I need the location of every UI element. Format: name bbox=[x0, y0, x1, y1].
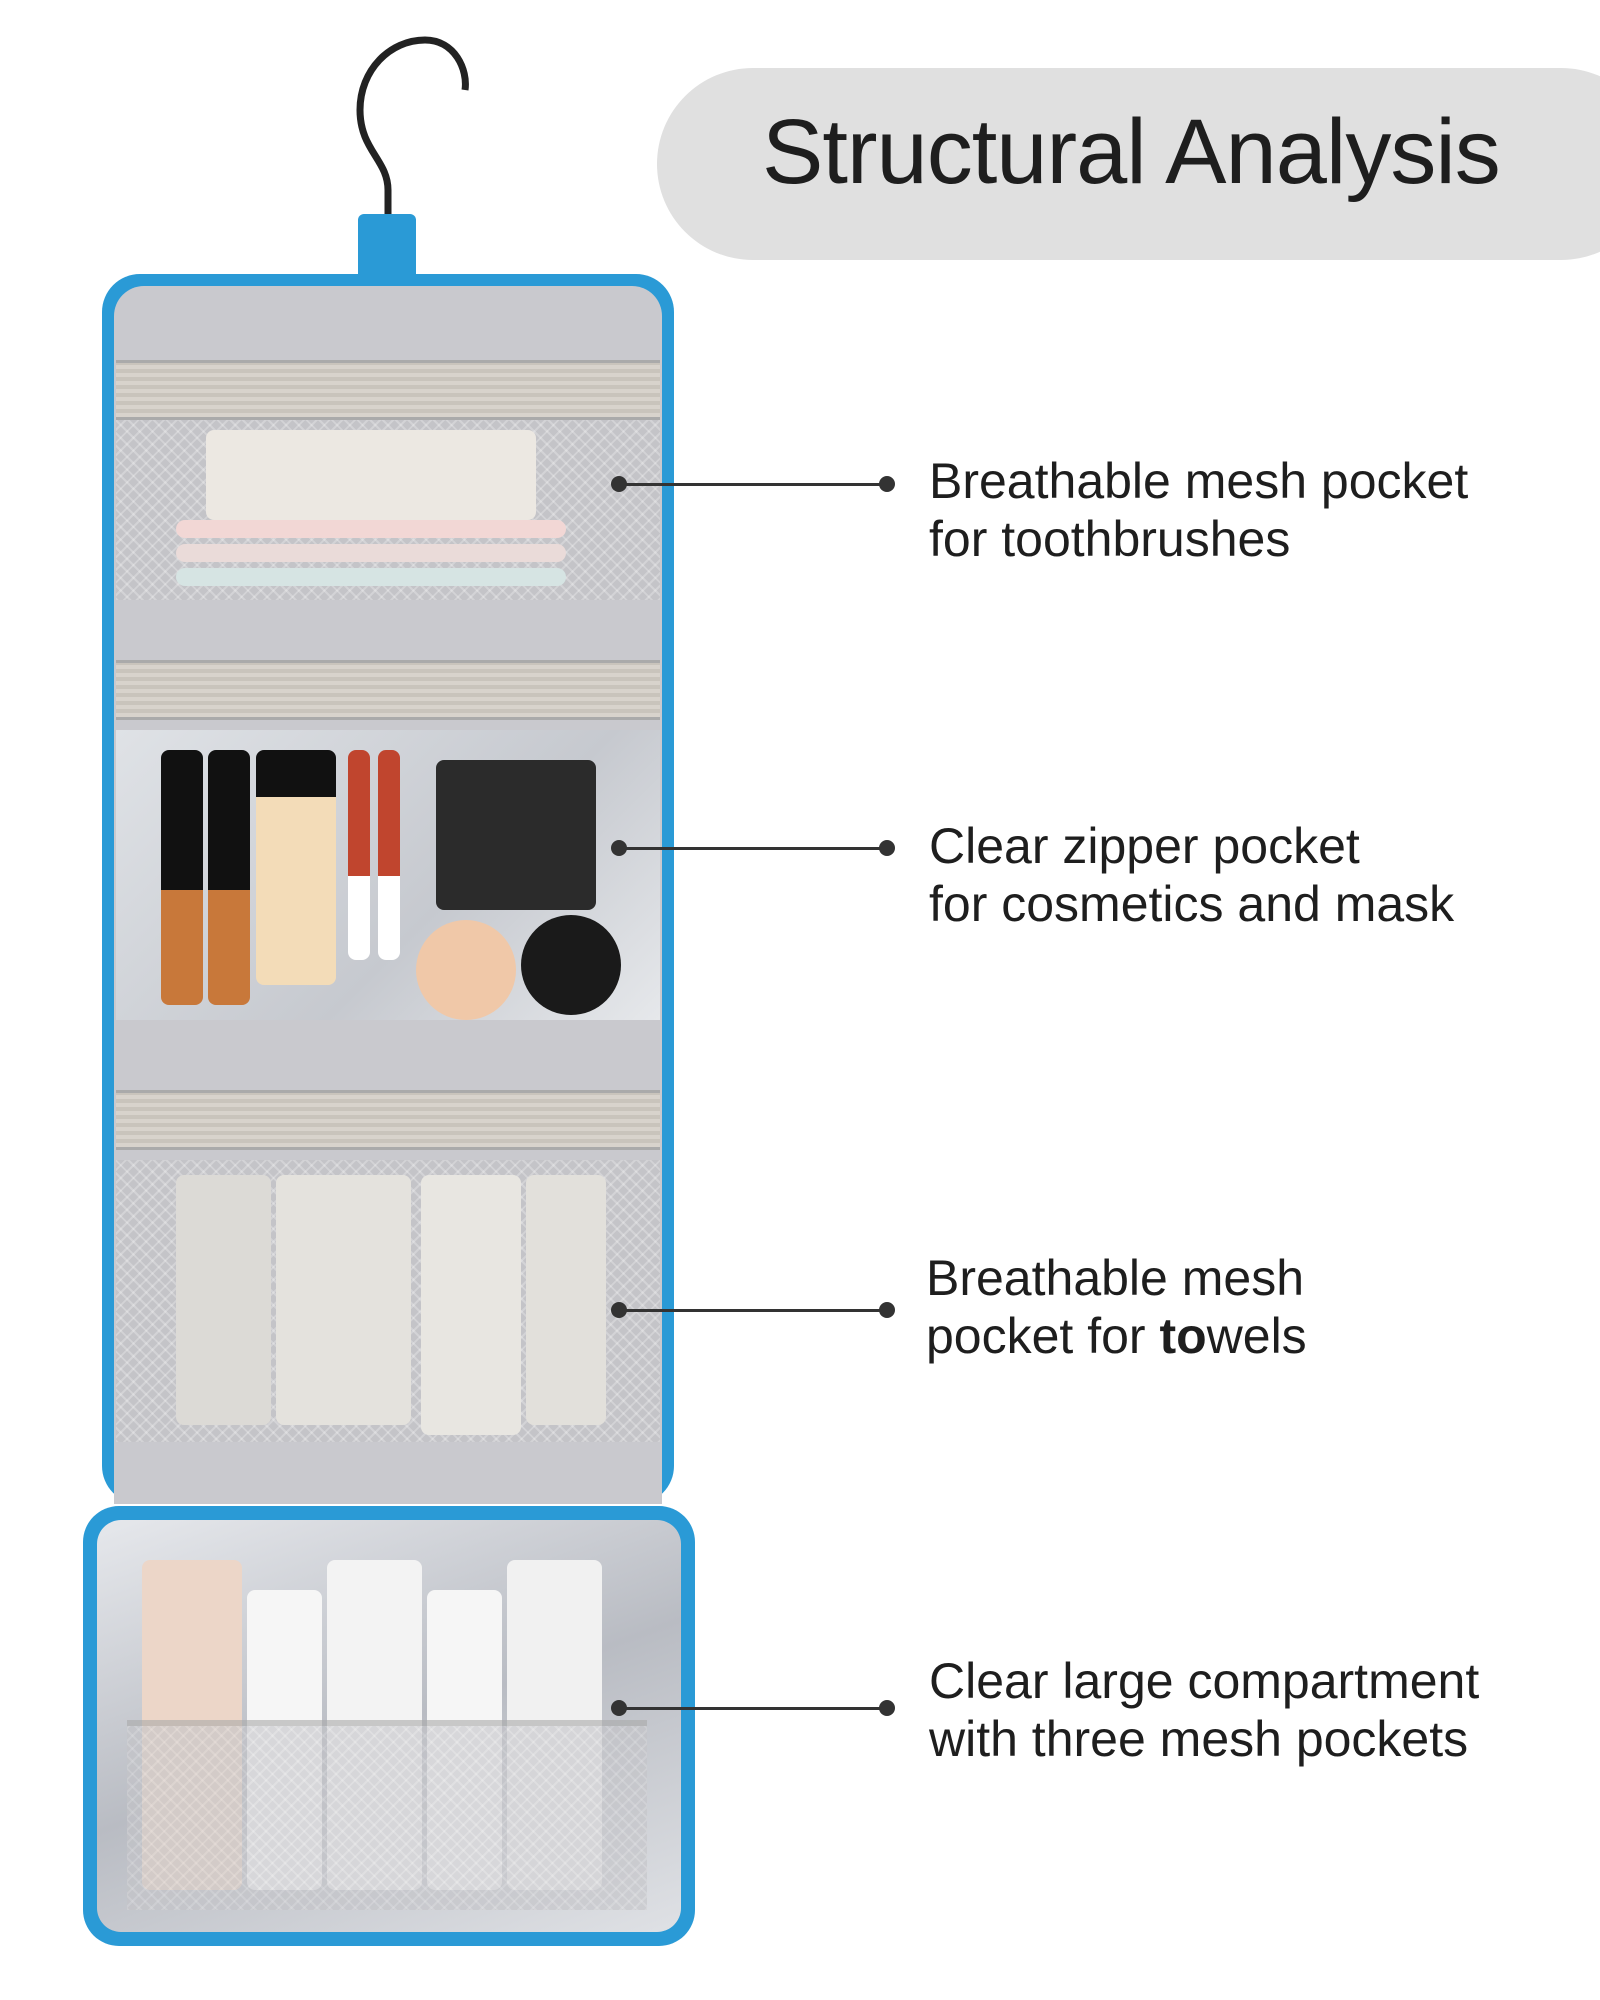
callout-towel-pocket: Breathable mesh pocket for towels bbox=[926, 1249, 1307, 1365]
callout-large-compartment: Clear large compartment with three mesh … bbox=[929, 1652, 1479, 1768]
large-clear-compartment bbox=[83, 1506, 695, 1946]
callout-text: pocket for bbox=[926, 1308, 1160, 1364]
callout-text: wels bbox=[1206, 1308, 1307, 1364]
callout-leader-line bbox=[619, 847, 887, 850]
callout-line: pocket for towels bbox=[926, 1307, 1307, 1365]
callout-cosmetics-pocket: Clear zipper pocket for cosmetics and ma… bbox=[929, 817, 1454, 933]
zipper-1 bbox=[116, 360, 660, 420]
callout-line: Clear zipper pocket bbox=[929, 818, 1360, 874]
zipper-2 bbox=[116, 660, 660, 720]
callout-line: for cosmetics and mask bbox=[929, 876, 1455, 932]
title-pill bbox=[657, 68, 1600, 260]
callout-line: Breathable mesh pocket bbox=[929, 453, 1469, 509]
cosmetics-clear-pocket bbox=[116, 730, 660, 1020]
page-title: Structural Analysis bbox=[762, 101, 1501, 203]
callout-dot bbox=[879, 840, 895, 856]
callout-leader-line bbox=[619, 483, 887, 486]
callout-dot bbox=[879, 1700, 895, 1716]
callout-dot bbox=[879, 476, 895, 492]
zipper-3 bbox=[116, 1090, 660, 1150]
towel-mesh-pocket bbox=[116, 1160, 660, 1442]
callout-line: Clear large compartment bbox=[929, 1653, 1480, 1709]
callout-dot bbox=[879, 1302, 895, 1318]
callout-leader-line bbox=[619, 1707, 887, 1710]
callout-line: with three mesh pockets bbox=[929, 1711, 1469, 1767]
callout-leader-line bbox=[619, 1309, 887, 1312]
callout-line: Breathable mesh bbox=[926, 1250, 1305, 1306]
toothbrush-mesh-pocket bbox=[116, 420, 660, 600]
callout-text-bold: to bbox=[1159, 1308, 1207, 1364]
callout-toothbrush-pocket: Breathable mesh pocket for toothbrushes bbox=[929, 452, 1468, 568]
callout-line: for toothbrushes bbox=[929, 511, 1291, 567]
